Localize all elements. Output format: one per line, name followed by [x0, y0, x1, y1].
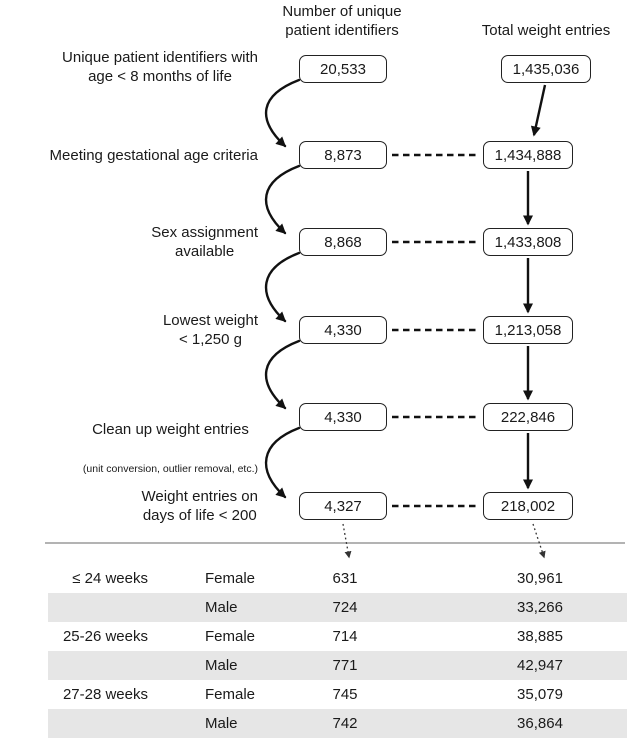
patient-count-cell: 771	[332, 657, 358, 674]
curved-arrow-icon	[264, 339, 301, 410]
dotted-arrow-icon	[342, 523, 352, 559]
down-arrow-icon	[530, 84, 547, 137]
patients-column-header: Number of unique patient identifiers	[282, 3, 402, 39]
ga-group-cell	[0, 651, 148, 680]
patient-count-box: 20,533	[299, 55, 387, 83]
weight-count-box: 1,213,058	[483, 316, 573, 344]
patient-count-box: 4,330	[299, 316, 387, 344]
table-row: 25-26 weeks Female 714 38,885	[0, 622, 627, 651]
row-shading	[48, 709, 627, 738]
ga-group-cell	[0, 593, 148, 622]
flow-step-label: Weight entries on days of life < 200	[141, 488, 258, 524]
table-row: Male 742 36,864	[0, 709, 627, 738]
patient-count-box: 8,868	[299, 228, 387, 256]
flow-step-label: Unique patient identifiers with age < 8 …	[62, 49, 258, 85]
sex-cell: Female	[205, 570, 256, 587]
table-row: Male 771 42,947	[0, 651, 627, 680]
patient-count-cell: 745	[332, 686, 358, 703]
flow-step-label: Sex assignment available	[151, 224, 258, 260]
weights-column-header: Total weight entries	[481, 22, 611, 39]
table-row: ≤ 24 weeks Female 631 30,961	[0, 564, 627, 593]
row-shading	[48, 593, 627, 622]
patient-count-box: 8,873	[299, 141, 387, 169]
weight-count-box: 222,846	[483, 403, 573, 431]
sex-cell: Male	[205, 599, 238, 616]
table-row: Male 724 33,266	[0, 593, 627, 622]
ga-group-cell: ≤ 24 weeks	[72, 570, 148, 587]
curved-arrow-icon	[264, 78, 301, 148]
weight-count-cell: 30,961	[517, 570, 563, 587]
flow-step-label: Lowest weight < 1,250 g	[162, 312, 258, 348]
weight-count-cell: 42,947	[517, 657, 563, 674]
patient-count-cell: 631	[332, 570, 358, 587]
curved-arrow-icon	[264, 164, 301, 235]
table-row: 27-28 weeks Female 745 35,079	[0, 680, 627, 709]
patient-count-box: 4,330	[299, 403, 387, 431]
weight-count-box: 218,002	[483, 492, 573, 520]
weight-count-box: 1,433,808	[483, 228, 573, 256]
weight-count-box: 1,434,888	[483, 141, 573, 169]
patient-count-cell: 714	[332, 628, 358, 645]
sex-cell: Female	[205, 686, 256, 703]
curved-arrow-icon	[264, 251, 301, 323]
weight-count-cell: 38,885	[517, 628, 563, 645]
flow-step-label-sub: (unit conversion, outlier removal, etc.)	[82, 463, 258, 475]
ga-group-cell	[0, 709, 148, 738]
sex-cell: Male	[205, 657, 238, 674]
patient-count-cell: 742	[332, 715, 358, 732]
ga-group-cell: 27-28 weeks	[62, 686, 148, 703]
patient-count-box: 4,327	[299, 492, 387, 520]
ga-group-cell: 25-26 weeks	[62, 628, 148, 645]
dotted-arrow-icon	[532, 523, 546, 559]
summary-table: ≤ 24 weeks Female 631 30,961 Male 724 33…	[0, 564, 627, 738]
weight-count-box: 1,435,036	[501, 55, 591, 83]
curved-arrow-icon	[264, 426, 301, 499]
weight-count-cell: 36,864	[517, 715, 563, 732]
weight-count-cell: 35,079	[517, 686, 563, 703]
weight-count-cell: 33,266	[517, 599, 563, 616]
patient-count-cell: 724	[332, 599, 358, 616]
row-shading	[48, 651, 627, 680]
sex-cell: Female	[205, 628, 256, 645]
sex-cell: Male	[205, 715, 238, 732]
flow-step-label-main: Clean up weight entries	[92, 421, 249, 438]
flow-step-label: Clean up weight entries (unit conversion…	[83, 401, 258, 477]
flow-step-label: Meeting gestational age criteria	[49, 147, 258, 164]
